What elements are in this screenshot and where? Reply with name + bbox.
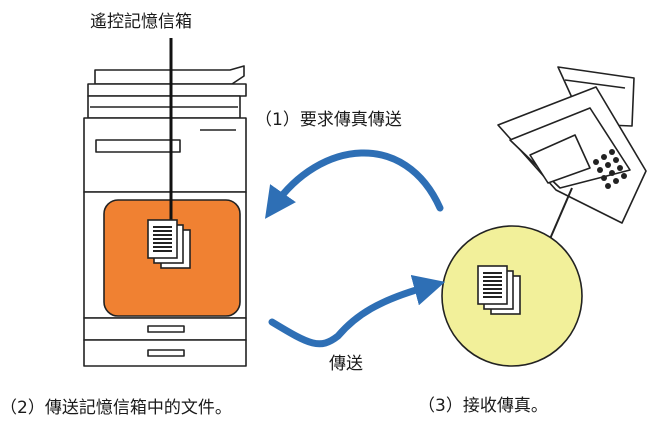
mailbox-label: 遙控記憶信箱 xyxy=(90,12,192,32)
mailbox-docs-icon xyxy=(147,219,191,269)
send-arrow xyxy=(268,274,446,348)
step1-label: （1）要求傳真傳送 xyxy=(255,110,402,130)
step2-label: （2）傳送記憶信箱中的文件。 xyxy=(0,398,232,418)
request-arrow xyxy=(264,149,444,219)
received-docs-icon xyxy=(477,265,521,315)
step3-label: （3）接收傳真。 xyxy=(418,396,548,416)
fax-icon xyxy=(497,66,647,224)
send-label: 傳送 xyxy=(329,354,363,374)
